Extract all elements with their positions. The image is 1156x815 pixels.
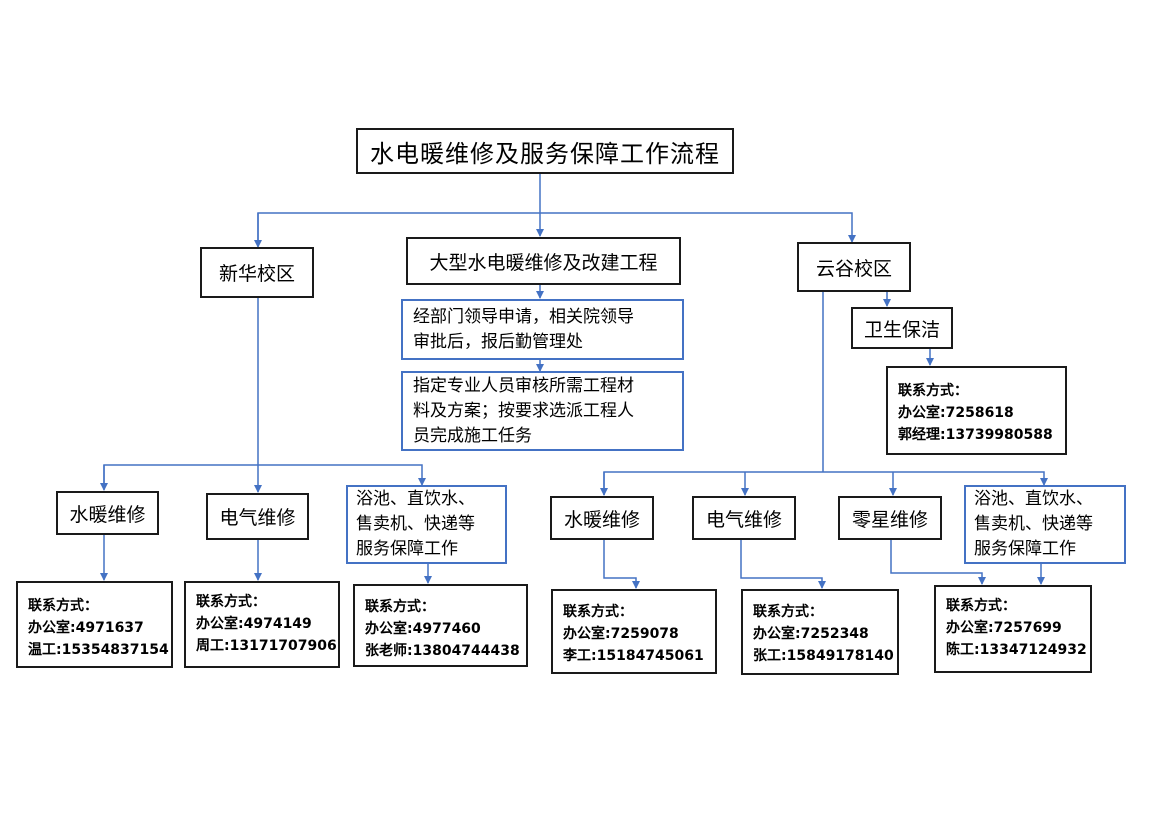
xh-electrical: 电气维修 — [206, 493, 309, 540]
arrow-yg-electrical-contact — [740, 540, 826, 589]
major-project: 大型水电暖维修及改建工程 — [406, 237, 681, 285]
campus-yungu: 云谷校区 — [797, 242, 911, 292]
major-step-execution: 指定专业人员审核所需工程材 料及方案；按要求选派工程人 员完成施工任务 — [401, 371, 684, 451]
yg-cleaning-contact: 联系方式： 办公室:7258618 郭经理:13739980588 — [886, 366, 1067, 455]
contact-person: 郭经理:13739980588 — [898, 427, 1053, 443]
xh-other-services: 浴池、直饮水、 售卖机、快递等 服务保障工作 — [346, 485, 507, 564]
xh-electrical-contact: 联系方式： 办公室:4974149 周工:13171707906 — [184, 581, 340, 668]
yg-other-line-2: 售卖机、快递等 — [974, 514, 1093, 534]
contact-office: 办公室:4971637 — [28, 620, 144, 636]
step1-line-2: 审批后，报后勤管理处 — [413, 331, 583, 352]
xh-other-line-3: 服务保障工作 — [356, 539, 458, 559]
contact-office: 办公室:7259078 — [563, 626, 679, 642]
xh-other-line-2: 售卖机、快递等 — [356, 514, 475, 534]
yg-plumbing-contact: 联系方式： 办公室:7259078 李工:15184745061 — [551, 589, 717, 674]
yg-cleaning: 卫生保洁 — [851, 307, 953, 349]
xh-plumbing: 水暖维修 — [56, 491, 159, 535]
contact-person: 温工:15354837154 — [28, 642, 169, 658]
contact-person: 张老师:13804744438 — [365, 643, 520, 659]
step1-line-1: 经部门领导申请，相关院领导 — [413, 306, 634, 327]
yg-electrical: 电气维修 — [692, 496, 796, 540]
campus-xinhua: 新华校区 — [200, 247, 314, 298]
contact-label: 联系方式： — [196, 594, 266, 610]
contact-label: 联系方式： — [563, 604, 633, 620]
yg-other-line-1: 浴池、直饮水、 — [974, 489, 1093, 509]
contact-person: 李工:15184745061 — [563, 648, 704, 664]
contact-person: 周工:13171707906 — [196, 638, 337, 654]
contact-label: 联系方式： — [365, 599, 435, 615]
contact-office: 办公室:7252348 — [753, 626, 869, 642]
flow-title: 水电暖维修及服务保障工作流程 — [356, 128, 734, 174]
step2-line-3: 员完成施工任务 — [413, 425, 532, 446]
xh-other-line-1: 浴池、直饮水、 — [356, 489, 475, 509]
yg-electrical-contact: 联系方式： 办公室:7252348 张工:15849178140 — [741, 589, 899, 675]
contact-person: 张工:15849178140 — [753, 648, 894, 664]
contact-office: 办公室:4974149 — [196, 616, 312, 632]
contact-label: 联系方式： — [28, 598, 98, 614]
yg-misc-other-contact: 联系方式： 办公室:7257699 陈工:13347124932 — [934, 585, 1092, 673]
xh-plumbing-contact: 联系方式： 办公室:4971637 温工:15354837154 — [16, 581, 173, 668]
arrow-yg-plumbing-contact — [603, 540, 640, 589]
yg-plumbing: 水暖维修 — [550, 496, 654, 540]
contact-office: 办公室:7257699 — [946, 620, 1062, 636]
contact-label: 联系方式： — [898, 383, 968, 399]
step2-line-1: 指定专业人员审核所需工程材 — [413, 375, 634, 396]
contact-office: 办公室:4977460 — [365, 621, 481, 637]
yg-misc: 零星维修 — [838, 496, 942, 540]
contact-label: 联系方式： — [946, 598, 1016, 614]
contact-office: 办公室:7258618 — [898, 405, 1014, 421]
xh-other-contact: 联系方式： 办公室:4977460 张老师:13804744438 — [353, 584, 528, 667]
contact-label: 联系方式： — [753, 604, 823, 620]
major-step-approval: 经部门领导申请，相关院领导 审批后，报后勤管理处 — [401, 299, 684, 360]
contact-person: 陈工:13347124932 — [946, 642, 1087, 658]
step2-line-2: 料及方案；按要求选派工程人 — [413, 400, 634, 421]
yg-other-services: 浴池、直饮水、 售卖机、快递等 服务保障工作 — [964, 485, 1126, 564]
yg-other-line-3: 服务保障工作 — [974, 539, 1076, 559]
arrow-yg-misc-contact — [890, 540, 986, 585]
